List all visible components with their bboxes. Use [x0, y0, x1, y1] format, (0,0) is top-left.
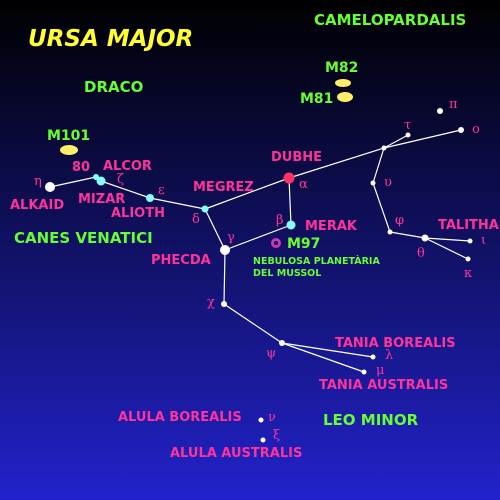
constellation-leo-minor: LEO MINOR [323, 411, 419, 429]
line-chi-psi [223, 303, 283, 344]
star-phi [387, 229, 393, 235]
star-pi [437, 108, 443, 114]
star-mu [361, 369, 367, 375]
greek-zeta: ζ [117, 172, 124, 187]
line-megrez-phecda [204, 208, 226, 251]
stars [45, 108, 473, 443]
greek-alpha: α [299, 177, 308, 192]
greek-iota: ι [481, 233, 486, 248]
line-merak-phecda [224, 224, 292, 251]
line-psi-lambda [281, 342, 374, 358]
star-upsilon [370, 180, 376, 186]
star-label-mizar: MIZAR [78, 192, 125, 207]
line-theta-iota [424, 237, 471, 242]
galaxy-m101-marker [60, 145, 78, 155]
galaxies [60, 79, 353, 155]
star-dubhe [283, 172, 295, 184]
star-lambda [370, 354, 376, 360]
star-megrez [201, 205, 209, 213]
greek-delta: δ [192, 212, 200, 227]
line-phi-theta [389, 231, 426, 239]
greek-kappa: κ [464, 266, 472, 281]
galaxy-m82-label: M82 [325, 60, 358, 76]
constellation-camelopardalis: CAMELOPARDALIS [314, 11, 466, 29]
greek-tau: τ [404, 118, 411, 133]
star-label-alioth: ALIOTH [111, 206, 165, 221]
nebula-note-line1: NEBULOSA PLANETÀRIA [253, 255, 380, 267]
star-alkaid [45, 182, 55, 192]
star-merak [286, 220, 296, 230]
nebula-m97-label: M97 [287, 236, 320, 252]
line-theta-kappa [424, 237, 469, 260]
greek-chi: χ [207, 295, 215, 310]
nebula-m97-marker [271, 238, 281, 248]
star-mizar [96, 176, 106, 186]
star-xi [260, 437, 266, 443]
greek-beta: β [276, 213, 284, 228]
line-psi-mu [281, 342, 365, 373]
line-upsilon-phi [372, 182, 391, 233]
constellation-draco: DRACO [84, 78, 143, 96]
line-dubhe-merak [288, 177, 292, 226]
star-chi [221, 301, 227, 307]
greek-epsilon: ε [158, 183, 165, 198]
line-dubhe-head [288, 147, 385, 179]
greek-mu: μ [376, 363, 384, 378]
star-nu [258, 417, 264, 423]
map-title: URSA MAJOR [28, 26, 193, 52]
star-phecda [220, 245, 230, 255]
star-label-alula-australis: ALULA AUSTRALIS [170, 446, 302, 461]
star-label-alkaid: ALKAID [10, 198, 64, 213]
line-alkaid-80 [49, 176, 97, 188]
constellation-canes-venatici: CANES VENATICI [14, 229, 153, 247]
greek-eta: η [34, 174, 42, 189]
greek-phi: φ [395, 213, 404, 228]
line-head-tau [383, 134, 409, 149]
galaxy-m81-label: M81 [300, 91, 333, 107]
galaxy-m81-marker [337, 92, 353, 102]
nebula-note-line2: DEL MUSSOL [253, 268, 321, 279]
star-label-alula-borealis: ALULA BOREALIS [118, 410, 242, 425]
star-kappa [465, 256, 471, 262]
greek-gamma: γ [227, 230, 235, 245]
star-label-talitha: TALITHA [438, 218, 499, 233]
galaxy-m101-label: M101 [47, 128, 90, 144]
star-label-alcor: ALCOR [103, 159, 152, 174]
star-iota [467, 238, 473, 244]
star-label-merak: MERAK [305, 219, 358, 234]
line-megrez-dubhe [204, 177, 290, 210]
star-tau [405, 132, 411, 138]
line-alioth-megrez [149, 197, 206, 210]
greek-upsilon: υ [384, 175, 392, 190]
greek-xi: ξ [273, 428, 280, 443]
greek-theta: θ [417, 246, 425, 261]
greek-psi: ψ [266, 346, 276, 361]
star-label-dubhe: DUBHE [271, 150, 322, 165]
line-mizar-alioth [100, 180, 151, 199]
star-label-tania-borealis: TANIA BOREALIS [335, 336, 456, 351]
greek-letters: α β γ δ ε ζ η χ ψ λ μ ν ξ υ φ θ ι κ τ π … [34, 97, 486, 443]
star-alioth [146, 194, 154, 202]
greek-lambda: λ [385, 348, 393, 363]
greek-omicron: ο [472, 122, 480, 137]
constellation-lines [49, 129, 471, 373]
greek-pi: π [449, 97, 458, 112]
star-label-megrez: MEGREZ [193, 180, 254, 195]
star-psi [279, 340, 285, 346]
star-label-80: 80 [72, 160, 90, 175]
line-head-upsilon [372, 147, 385, 184]
star-head [381, 145, 387, 151]
star-label-phecda: PHECDA [151, 253, 211, 268]
star-omicron [458, 127, 464, 133]
star-theta [421, 234, 429, 242]
greek-nu: ν [268, 410, 276, 425]
galaxy-m82-marker [335, 79, 351, 87]
star-label-tania-australis: TANIA AUSTRALIS [319, 378, 448, 393]
line-phecda-chi [223, 249, 226, 305]
line-head-omicron [383, 129, 462, 149]
